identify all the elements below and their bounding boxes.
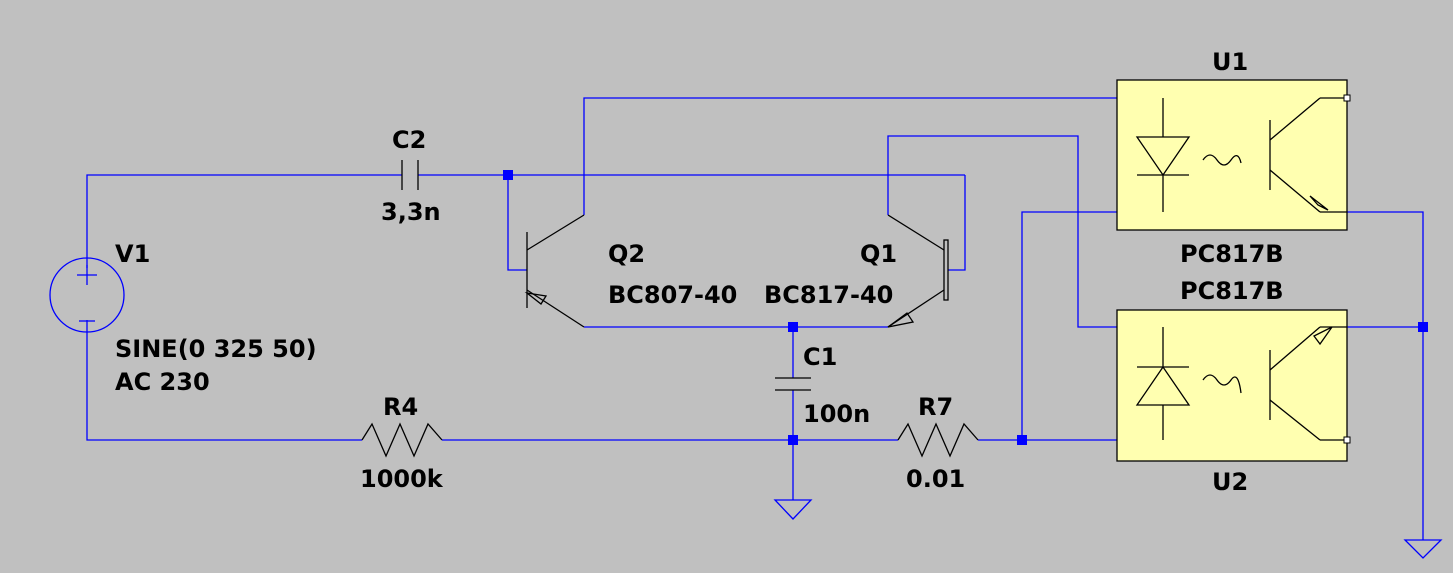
emitter-arrow-icon — [524, 291, 548, 305]
resistor-r4[interactable] — [361, 422, 443, 458]
junction-node-b[interactable] — [788, 322, 798, 332]
u1-name-label[interactable]: U1 — [1212, 48, 1248, 76]
u2-value-label[interactable]: PC817B — [1180, 277, 1284, 305]
c2-name-label[interactable]: C2 — [392, 126, 426, 154]
light-wave-icon — [1202, 374, 1242, 394]
junctions — [503, 170, 1428, 445]
collector-arrow-icon — [1313, 326, 1333, 346]
v1-value2-label[interactable]: AC 230 — [115, 368, 210, 396]
emitter-arrow-icon — [1309, 195, 1329, 211]
u1-value-label[interactable]: PC817B — [1180, 240, 1284, 268]
plus-sign-icon — [77, 265, 97, 285]
c2-value-label[interactable]: 3,3n — [381, 198, 441, 226]
wire-v1-to-c2[interactable] — [86, 174, 402, 265]
voltage-source-v1[interactable] — [49, 257, 125, 333]
wire-node-a-to-q2-base[interactable] — [507, 175, 527, 271]
r7-name-label[interactable]: R7 — [918, 393, 953, 421]
wire-q2-collector-to-u1[interactable] — [583, 97, 1164, 215]
junction-node-d[interactable] — [1017, 435, 1027, 445]
ground-icon — [773, 499, 813, 520]
ground-icon — [1403, 539, 1443, 559]
wire-v1-to-r4[interactable] — [86, 320, 362, 441]
r4-value-label[interactable]: 1000k — [360, 465, 444, 493]
c1-value-label[interactable]: 100n — [803, 400, 870, 428]
resistor-r7[interactable] — [897, 422, 979, 458]
optocoupler-u2[interactable] — [1116, 309, 1351, 462]
junction-node-a[interactable] — [503, 170, 513, 180]
junction-output[interactable] — [1418, 322, 1428, 332]
transistor-q2[interactable] — [524, 214, 585, 328]
light-wave-icon — [1202, 154, 1242, 166]
q2-name-label[interactable]: Q2 — [608, 240, 645, 268]
q1-value-label[interactable]: BC817-40 — [764, 281, 893, 309]
q2-value-label[interactable]: BC807-40 — [608, 281, 737, 309]
v1-value1-label[interactable]: SINE(0 325 50) — [115, 335, 317, 363]
capacitor-c2[interactable] — [401, 160, 419, 190]
q1-name-label[interactable]: Q1 — [860, 240, 897, 268]
junction-node-c[interactable] — [788, 435, 798, 445]
labels: V1 SINE(0 325 50) AC 230 C2 3,3n Q2 BC80… — [115, 48, 1284, 496]
c1-name-label[interactable]: C1 — [803, 343, 837, 371]
r4-name-label[interactable]: R4 — [383, 393, 418, 421]
optocoupler-u1[interactable] — [1116, 79, 1351, 231]
wire-node-a-to-q1-base[interactable] — [948, 175, 966, 271]
transistor-q1[interactable] — [887, 214, 949, 328]
emitter-arrow-icon — [887, 312, 915, 328]
capacitor-c1[interactable] — [775, 377, 811, 391]
v1-name-label[interactable]: V1 — [115, 240, 150, 268]
r7-value-label[interactable]: 0.01 — [906, 465, 965, 493]
u2-name-label[interactable]: U2 — [1212, 468, 1248, 496]
led-icon — [1135, 136, 1191, 177]
wire-u1-emitter-out[interactable] — [1347, 211, 1424, 540]
